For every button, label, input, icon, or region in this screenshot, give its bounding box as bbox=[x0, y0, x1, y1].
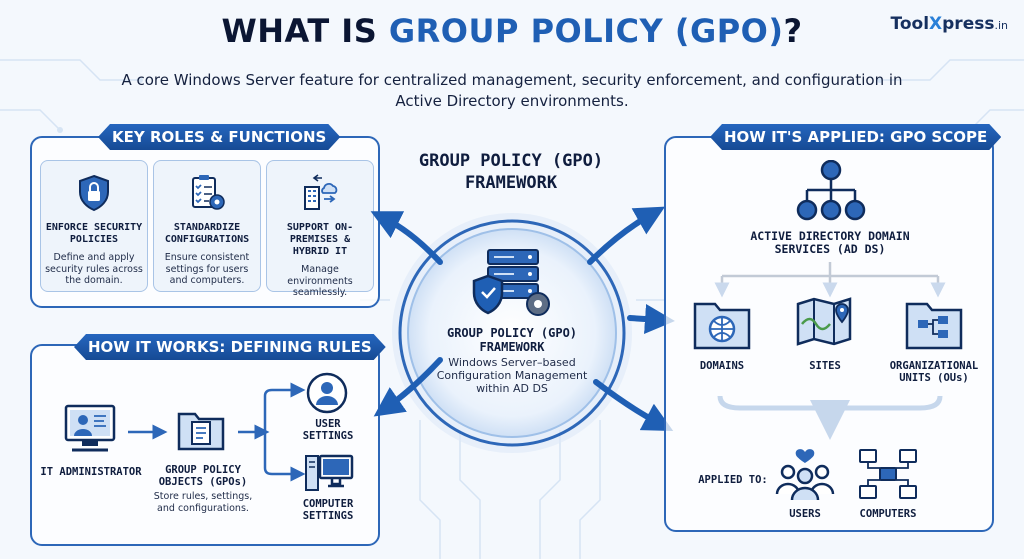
domains-label: DOMAINS bbox=[699, 360, 745, 372]
roles-panel-label: KEY ROLES & FUNCTIONS bbox=[98, 124, 340, 150]
computer-settings-label: COMPUTER SETTINGS bbox=[302, 498, 354, 522]
computer-settings-icon bbox=[305, 454, 354, 491]
applied-to-label: APPLIED TO: bbox=[698, 474, 768, 486]
sites-label: SITES bbox=[809, 360, 841, 372]
gpo-label: GROUP POLICY OBJECTS (GPOs) bbox=[158, 464, 248, 488]
page-subtitle: A core Windows Server feature for centra… bbox=[121, 71, 903, 110]
domains-folder-icon bbox=[693, 302, 751, 350]
role-title: ENFORCE SECURITY POLICIES bbox=[45, 222, 143, 245]
brand-part-b: press bbox=[942, 14, 995, 34]
user-settings-label: USER SETTINGS bbox=[302, 418, 354, 442]
adds-label: ACTIVE DIRECTORY DOMAIN SERVICES (AD DS) bbox=[750, 229, 910, 256]
checklist-gear-icon bbox=[192, 175, 225, 210]
brand-part-x: X bbox=[929, 14, 943, 34]
framework-hub bbox=[392, 213, 632, 453]
ous-folder-icon bbox=[905, 302, 963, 350]
users-icon bbox=[775, 449, 835, 501]
role-desc: Manage environments seamlessly. bbox=[287, 264, 353, 298]
gpo-desc: Store rules, settings, and configuration… bbox=[153, 491, 253, 514]
computers-label: COMPUTERS bbox=[859, 508, 917, 520]
roles-panel: ENFORCE SECURITY POLICIES Define and app… bbox=[30, 136, 380, 308]
ous-label: ORGANIZATIONAL UNITS (OUs) bbox=[889, 360, 979, 384]
admin-computer-icon bbox=[64, 404, 116, 452]
framework-title: GROUP POLICY (GPO) FRAMEWORK bbox=[446, 326, 578, 354]
scope-panel-label: HOW IT'S APPLIED: GPO SCOPE bbox=[710, 124, 1001, 150]
role-desc: Define and apply security rules across t… bbox=[45, 252, 143, 286]
role-card-standardize: STANDARDIZE CONFIGURATIONS Ensure consis… bbox=[153, 160, 261, 292]
title-prefix: WHAT IS bbox=[221, 12, 389, 50]
role-card-hybrid: SUPPORT ON-PREMISES & HYBRID IT Manage e… bbox=[266, 160, 374, 298]
brand-tld: .in bbox=[994, 19, 1008, 32]
server-shield-icon bbox=[472, 249, 550, 316]
framework-desc: Windows Server–based Configuration Manag… bbox=[436, 356, 588, 395]
title-suffix: ? bbox=[783, 12, 803, 50]
role-title: SUPPORT ON-PREMISES & HYBRID IT bbox=[286, 222, 354, 257]
gpo-folder-icon bbox=[177, 412, 225, 451]
role-card-security: ENFORCE SECURITY POLICIES Define and app… bbox=[40, 160, 148, 292]
brand-part-a: Tool bbox=[890, 14, 930, 34]
brand-logo[interactable]: ToolXpress.in bbox=[891, 14, 1009, 34]
page-title: WHAT IS GROUP POLICY (GPO)? bbox=[0, 12, 1024, 50]
framework-heading: GROUP POLICY (GPO) FRAMEWORK bbox=[418, 151, 604, 193]
sites-map-icon bbox=[796, 297, 852, 346]
users-label: USERS bbox=[789, 508, 821, 520]
title-accent: GROUP POLICY (GPO) bbox=[388, 12, 784, 50]
user-settings-icon bbox=[306, 372, 348, 414]
hierarchy-icon bbox=[796, 160, 866, 221]
building-cloud-icon bbox=[304, 174, 338, 210]
role-title: STANDARDIZE CONFIGURATIONS bbox=[164, 222, 250, 245]
admin-label: IT ADMINISTRATOR bbox=[40, 466, 142, 478]
role-desc: Ensure consistent settings for users and… bbox=[164, 252, 250, 286]
works-panel-label: HOW IT WORKS: DEFINING RULES bbox=[74, 334, 386, 360]
shield-lock-icon bbox=[79, 174, 109, 212]
computers-network-icon bbox=[859, 449, 917, 499]
